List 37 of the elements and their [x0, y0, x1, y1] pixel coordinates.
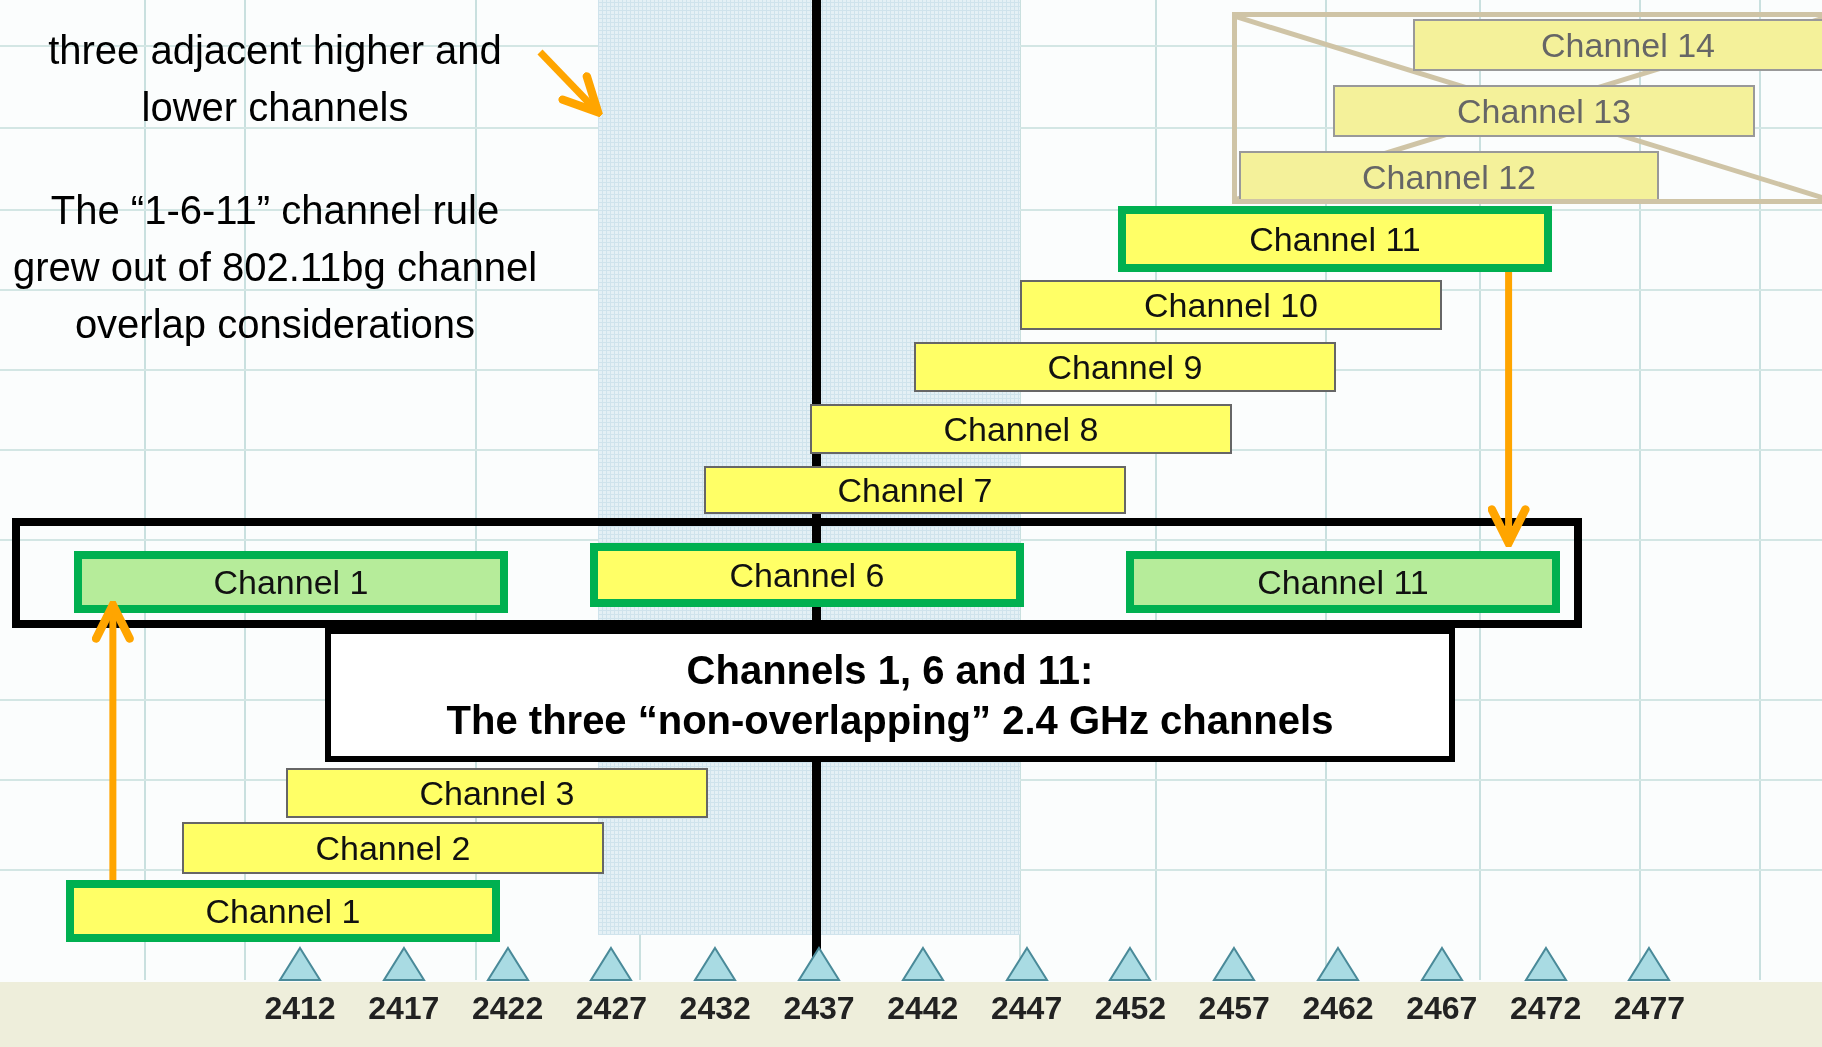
channel-bar: Channel 14	[1413, 19, 1822, 71]
frequency-label: 2477	[1612, 990, 1686, 1027]
frequency-label: 2432	[678, 990, 752, 1027]
channel-bar: Channel 2	[182, 822, 604, 874]
highlighted-channel-bar: Channel 11	[1118, 206, 1552, 272]
annotation-text: three adjacent higher and lower channels	[10, 22, 540, 122]
frequency-label: 2437	[782, 990, 856, 1027]
frequency-label: 2462	[1301, 990, 1375, 1027]
annotation-text: The “1-6-11” channel rule grew out of 802.11bg channel overlap considerations	[11, 187, 539, 348]
frequency-label: 2452	[1093, 990, 1167, 1027]
highlight-frame	[12, 518, 1582, 628]
arrow	[537, 49, 603, 117]
frequency-label: 2412	[263, 990, 337, 1027]
channel-bar: Channel 10	[1020, 280, 1442, 330]
frequency-label: 2422	[471, 990, 545, 1027]
title-text: The three “non-overlapping” 2.4 GHz channels	[446, 697, 1334, 744]
highlighted-channel-bar: Channel 1	[66, 880, 500, 942]
channel-bar: Channel 3	[286, 768, 708, 818]
frequency-label: 2417	[367, 990, 441, 1027]
frequency-label: 2427	[574, 990, 648, 1027]
frequency-label: 2457	[1197, 990, 1271, 1027]
frequency-label: 2467	[1405, 990, 1479, 1027]
highlighted-channel-bar: Channel 1	[74, 551, 508, 613]
arrow	[91, 600, 134, 880]
channel-bar: Channel 7	[704, 466, 1126, 514]
channel-bar: Channel 8	[810, 404, 1232, 454]
highlighted-channel-bar: Channel 6	[590, 543, 1024, 607]
highlighted-channel-bar: Channel 11	[1126, 551, 1560, 613]
channel-bar: Channel 9	[914, 342, 1336, 392]
title-heading: Channels 1, 6 and 11:	[686, 647, 1094, 694]
channel-bar: Channel 12	[1239, 151, 1659, 199]
frequency-label: 2447	[990, 990, 1064, 1027]
arrow	[1487, 272, 1530, 548]
frequency-label: 2472	[1509, 990, 1583, 1027]
frequency-label: 2442	[886, 990, 960, 1027]
title-box	[325, 628, 1455, 762]
channel-bar: Channel 13	[1333, 85, 1755, 137]
